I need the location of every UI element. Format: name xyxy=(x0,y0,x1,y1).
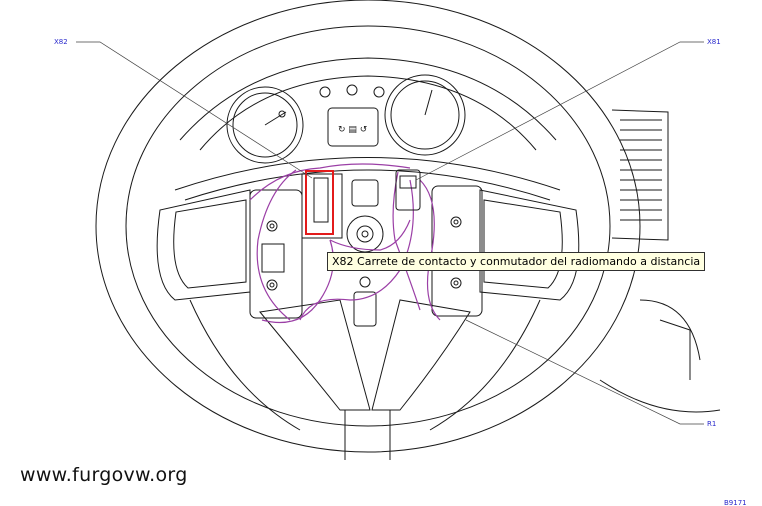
leader-lines xyxy=(76,41,704,425)
callout-r1[interactable]: R1 xyxy=(707,420,717,428)
steering-wheel-rim xyxy=(95,0,641,453)
watermark-url: www.furgovw.org xyxy=(20,464,188,486)
speedometer-gauge xyxy=(226,86,304,164)
tachometer-gauge xyxy=(384,74,466,156)
callout-x81[interactable]: X81 xyxy=(707,38,721,46)
callout-x82[interactable]: X82 xyxy=(54,38,68,46)
connector-x82-highlight[interactable] xyxy=(305,170,334,235)
figure-reference: B9171 xyxy=(724,500,747,506)
component-tooltip: X82 Carrete de contacto y conmutador del… xyxy=(327,252,706,271)
wheel-hub xyxy=(174,157,561,327)
svg-text:↻ ▤ ↺: ↻ ▤ ↺ xyxy=(338,125,367,135)
connector-x81[interactable] xyxy=(395,169,421,211)
wheel-spokes xyxy=(156,189,580,431)
dashboard-vent xyxy=(599,109,721,413)
instrument-cluster: ↻ ▤ ↺ xyxy=(179,57,557,164)
wiring-harness xyxy=(249,163,441,324)
